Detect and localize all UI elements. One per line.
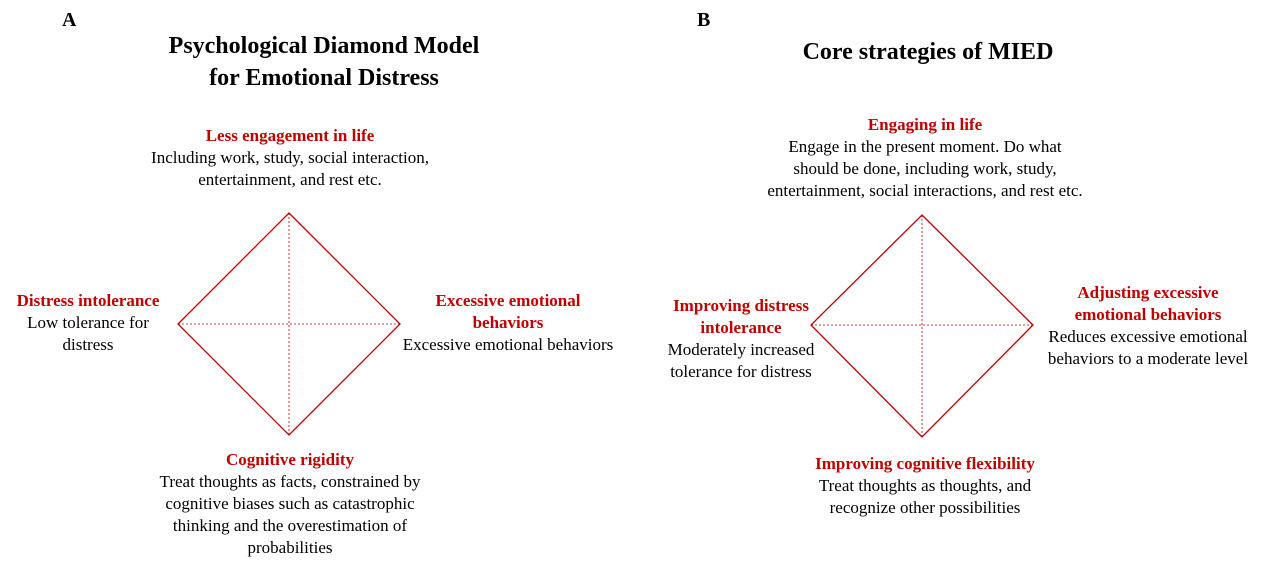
node-body-line: tolerance for distress: [670, 362, 812, 381]
node-heading: intolerance: [700, 318, 782, 337]
node-body-line: Engage in the present moment. Do what: [788, 137, 1062, 156]
panel-b-letter: B: [697, 9, 711, 31]
node-body-line: recognize other possibilities: [829, 498, 1021, 517]
node-body-line: distress: [62, 335, 114, 354]
panel-a-node-top: Less engagement in life Including work, …: [120, 125, 460, 191]
node-body-line: behaviors to a moderate level: [1047, 349, 1249, 368]
node-heading: Distress intolerance: [16, 291, 160, 310]
node-body-line: entertainment, and rest etc.: [198, 170, 382, 189]
panel-a-letter: A: [62, 9, 77, 31]
panel-a-title-line-1: Psychological Diamond Model: [168, 33, 480, 59]
node-body-line: Treat thoughts as facts, constrained by: [159, 472, 421, 491]
panel-a-node-bottom: Cognitive rigidity Treat thoughts as fac…: [130, 449, 450, 559]
node-heading: Less engagement in life: [205, 126, 375, 145]
node-heading: emotional behaviors: [1074, 305, 1222, 324]
node-body-line: cognitive biases such as catastrophic: [165, 494, 415, 513]
node-heading: Adjusting excessive: [1077, 283, 1219, 302]
node-body-line: should be done, including work, study,: [793, 159, 1057, 178]
panel-b-node-left: Improving distress intolerance Moderatel…: [655, 295, 827, 383]
node-body-line: Reduces excessive emotional: [1048, 327, 1248, 346]
panel-b-node-right: Adjusting excessive emotional behaviors …: [1030, 282, 1266, 370]
panel-b-title: Core strategies of MIED: [802, 39, 1054, 65]
node-body-line: Treat thoughts as thoughts, and: [818, 476, 1032, 495]
panel-b-node-top: Engaging in life Engage in the present m…: [740, 114, 1110, 202]
panel-a-node-left: Distress intolerance Low tolerance for d…: [0, 290, 176, 356]
node-body-line: Excessive emotional behaviors: [402, 335, 614, 354]
panel-a-title: Psychological Diamond Model for Emotiona…: [124, 30, 524, 94]
node-body-line: probabilities: [247, 538, 333, 557]
panel-b-node-bottom: Improving cognitive flexibility Treat th…: [780, 453, 1070, 519]
node-heading: Excessive emotional: [435, 291, 581, 310]
node-heading: Engaging in life: [867, 115, 983, 134]
node-body-line: Low tolerance for: [27, 313, 149, 332]
node-body-line: Including work, study, social interactio…: [151, 148, 429, 167]
node-body-line: Moderately increased: [667, 340, 815, 359]
node-body-line: entertainment, social interactions, and …: [767, 181, 1083, 200]
node-heading: behaviors: [472, 313, 544, 332]
node-heading: Improving distress: [673, 296, 809, 315]
panel-a-title-line-2: for Emotional Distress: [209, 65, 439, 91]
panel-a-node-right: Excessive emotional behaviors Excessive …: [390, 290, 626, 356]
node-heading: Improving cognitive flexibility: [815, 454, 1035, 473]
node-heading: Cognitive rigidity: [226, 450, 354, 469]
node-body-line: thinking and the overestimation of: [172, 516, 408, 535]
